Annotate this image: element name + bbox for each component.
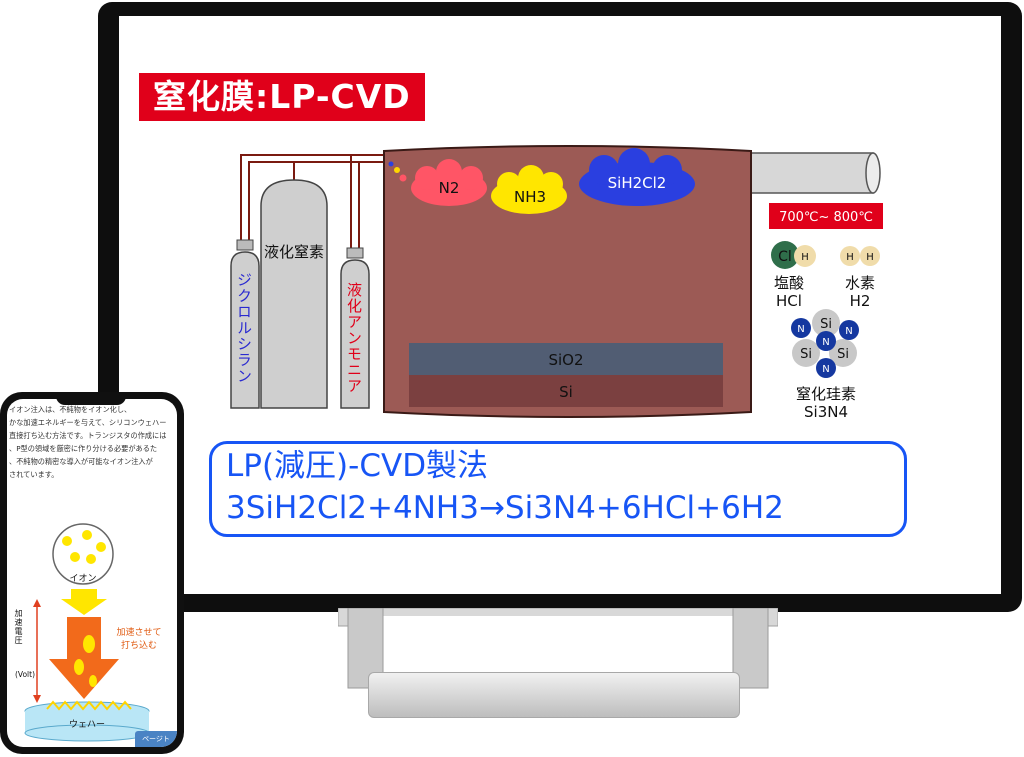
atom-h: H [866, 252, 874, 263]
h2-formula: H2 [850, 292, 871, 310]
hcl-name: 塩酸 [774, 274, 804, 292]
sio2-label: SiO2 [548, 351, 583, 369]
tank-label: 液化窒素 [264, 243, 324, 261]
page-top-button[interactable]: ページト [135, 731, 177, 747]
formula-title: LP(減圧)-CVD製法 [226, 448, 489, 484]
atom-n: N [822, 337, 829, 348]
cvd-diagram: 液化窒素 N2 NH3 SiH2Cl2 SiO2 Si 700℃~ 800℃ C… [230, 145, 883, 421]
atom-si: Si [820, 317, 832, 332]
sih2cl2-cloud [579, 148, 695, 206]
atom-n: N [822, 364, 829, 375]
atom-si: Si [837, 347, 849, 362]
atom-si: Si [800, 347, 812, 362]
article-line: されています。 [9, 470, 59, 479]
atom-n: N [845, 326, 852, 337]
accel-label-2: 打ち込む [121, 639, 157, 651]
si-label: Si [559, 383, 573, 401]
nh3-cloud [491, 165, 567, 214]
si3n4-molecule [791, 309, 859, 378]
right-cylinder-label: 液化アンモニア [345, 282, 363, 394]
slide-title: 窒化膜:LP-CVD [139, 73, 425, 121]
h2-molecule [840, 246, 880, 266]
temperature-badge [769, 203, 883, 229]
phone-article-text: イオン注入は、不純物をイオン化し、 かな加速エネルギーを与えて、シリコンウェハー… [9, 403, 175, 481]
dichlorosilane-cylinder [230, 239, 260, 409]
hcl-formula: HCl [776, 292, 802, 310]
temperature-label: 700℃~ 800℃ [779, 210, 873, 225]
phone-notch [56, 392, 126, 405]
left-cylinder-label: ジクロルシラン [235, 272, 253, 384]
article-line: 、P型の領域を厳密に作り分ける必要があるた [9, 444, 158, 453]
article-line: かな加速エネルギーを与えて、シリコンウェハー [9, 418, 167, 427]
atom-n: N [797, 324, 804, 335]
exhaust-pipe [750, 152, 881, 194]
n2-label: N2 [439, 179, 460, 197]
atom-h: H [846, 252, 854, 263]
h2-name: 水素 [845, 274, 875, 292]
atom-h: H [801, 252, 809, 263]
wafer-label: ウェハー [69, 719, 105, 730]
liquid-nitrogen-tank [260, 179, 328, 409]
atom-cl: Cl [778, 249, 792, 265]
sio2-layer [409, 343, 723, 375]
monitor-screen: 窒化膜:LP-CVD [119, 16, 1001, 594]
volt-unit: (Volt) [15, 670, 35, 679]
accel-label-1: 加速させて [116, 627, 161, 638]
reaction-chamber [383, 145, 752, 418]
nh3-label: NH3 [514, 188, 546, 206]
formula-equation: 3SiH2Cl2+4NH3→Si3N4+6HCl+6H2 [226, 490, 784, 526]
ion-implant-diagram: イオン 加速させて 打ち込む (Volt) ウェハー [15, 523, 162, 742]
article-line: 、不純物の精密な導入が可能なイオン注入が [9, 457, 153, 466]
si3n4-name: 窒化珪素 [796, 385, 856, 403]
gas-pipes [240, 154, 384, 248]
article-line: イオン注入は、不純物をイオン化し、 [9, 405, 132, 414]
voltage-label: 加速電圧 [14, 609, 23, 645]
ion-label: イオン [69, 573, 96, 584]
si3n4-formula: Si3N4 [804, 403, 848, 421]
monitor-base [368, 672, 740, 718]
ammonia-cylinder [340, 247, 370, 409]
si-layer [409, 375, 723, 407]
sih2cl2-label: SiH2Cl2 [608, 174, 667, 192]
n2-cloud [411, 159, 487, 206]
phone-screen: イオン注入は、不純物をイオン化し、 かな加速エネルギーを与えて、シリコンウェハー… [7, 399, 177, 747]
smartphone: イオン注入は、不純物をイオン化し、 かな加速エネルギーを与えて、シリコンウェハー… [0, 392, 184, 754]
hcl-molecule [771, 241, 816, 269]
article-line: 直接打ち込む方法です。トランジスタの作成には [9, 431, 167, 440]
formula-box: LP(減圧)-CVD製法 3SiH2Cl2+4NH3→Si3N4+6HCl+6H… [209, 441, 907, 537]
